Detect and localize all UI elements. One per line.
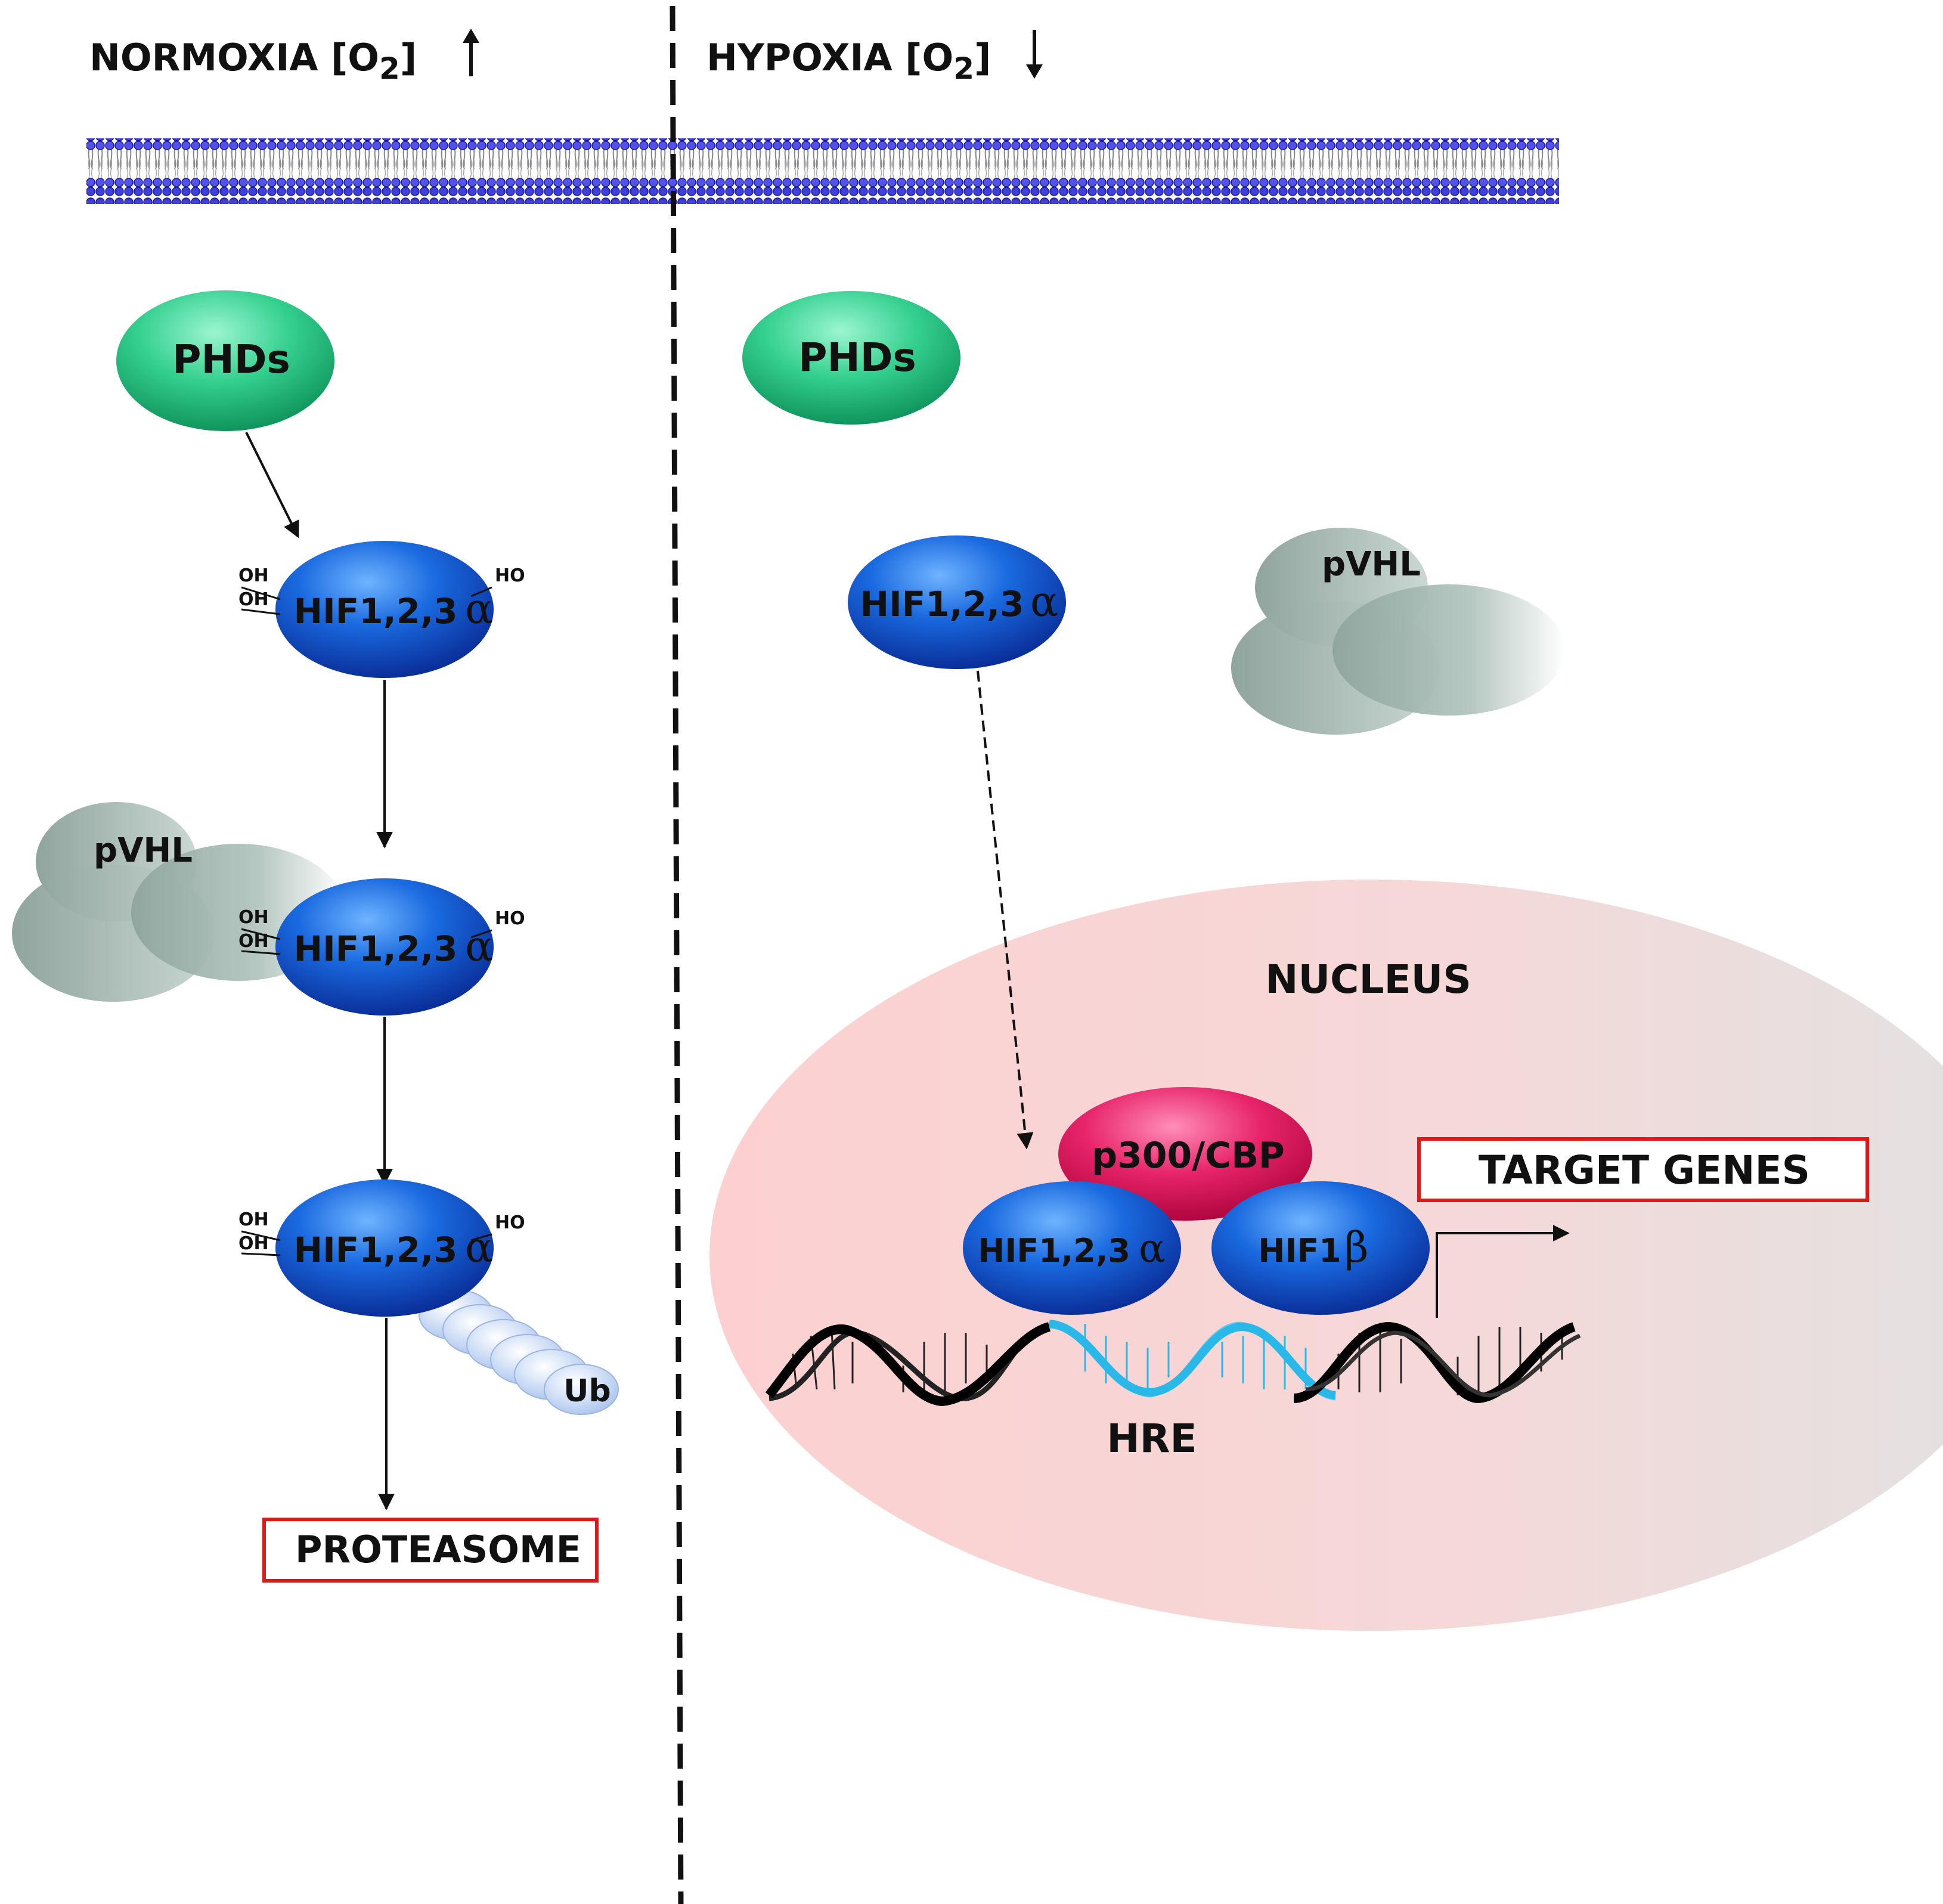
svg-text:α: α bbox=[465, 922, 493, 971]
svg-text:HIF1,2,3: HIF1,2,3 bbox=[294, 591, 458, 631]
svg-text:OH: OH bbox=[238, 565, 269, 586]
down-arrow-icon bbox=[1026, 30, 1043, 79]
hypoxia-title: HYPOXIA [O2] bbox=[706, 30, 1043, 86]
svg-text:PROTEASOME: PROTEASOME bbox=[295, 1528, 581, 1571]
svg-text:HIF1,2,3: HIF1,2,3 bbox=[294, 928, 458, 969]
dna-strand-right-front bbox=[1293, 1321, 1576, 1404]
hre-label: HRE bbox=[1107, 1416, 1197, 1462]
svg-text:OH: OH bbox=[238, 589, 269, 610]
normoxia-title: NORMOXIA [O2] bbox=[89, 29, 479, 86]
cell-membrane bbox=[86, 138, 1559, 204]
svg-text:pVHL: pVHL bbox=[1322, 545, 1421, 584]
svg-text:OH: OH bbox=[238, 1209, 269, 1230]
divider-line bbox=[670, 5, 684, 1904]
svg-text:HYPOXIA [O2]: HYPOXIA [O2] bbox=[706, 36, 991, 86]
ubiquitin-chain: Ub bbox=[419, 1289, 619, 1415]
svg-text:OH: OH bbox=[238, 907, 269, 928]
phds-hypoxia: PHDs bbox=[742, 291, 960, 425]
up-arrow-icon bbox=[463, 29, 479, 76]
hif-alpha-pvhl-bound: HIF1,2,3 α OH OH HO bbox=[238, 878, 525, 1016]
svg-text:PHDs: PHDs bbox=[798, 335, 916, 380]
svg-text:TARGET GENES: TARGET GENES bbox=[1479, 1147, 1810, 1193]
hif-beta: HIF1 β bbox=[1211, 1181, 1430, 1315]
svg-text:OH: OH bbox=[238, 931, 269, 952]
dna-strand-right-back bbox=[1305, 1330, 1581, 1398]
svg-text:α: α bbox=[465, 584, 493, 633]
hif-alpha-hydroxylated: HIF1,2,3 α OH OH HO bbox=[238, 541, 525, 678]
hif-alpha-ubiquitinated: HIF1,2,3 α OH OH HO bbox=[238, 1179, 525, 1317]
svg-text:HIF1,2,3: HIF1,2,3 bbox=[978, 1232, 1130, 1270]
svg-text:HO: HO bbox=[495, 565, 525, 586]
hif-alpha-hypoxia: HIF1,2,3 α bbox=[848, 535, 1066, 669]
svg-text:α: α bbox=[1030, 577, 1058, 626]
svg-text:α: α bbox=[1139, 1225, 1166, 1271]
svg-text:HIF1,2,3: HIF1,2,3 bbox=[294, 1230, 458, 1270]
svg-text:PHDs: PHDs bbox=[172, 336, 290, 382]
phds-normoxia: PHDs bbox=[116, 290, 334, 431]
svg-text:NUCLEUS: NUCLEUS bbox=[1265, 956, 1471, 1002]
dna-strand-front bbox=[765, 1322, 1051, 1407]
target-genes-box: TARGET GENES bbox=[1417, 1137, 1869, 1202]
arrow-phds-to-hif bbox=[245, 432, 299, 538]
hre-strand-front bbox=[1049, 1320, 1337, 1400]
svg-text:α: α bbox=[465, 1223, 493, 1272]
svg-text:p300/CBP: p300/CBP bbox=[1092, 1135, 1285, 1177]
svg-text:Ub: Ub bbox=[563, 1373, 611, 1409]
proteasome-box: PROTEASOME bbox=[262, 1518, 599, 1583]
svg-text:HO: HO bbox=[495, 908, 525, 929]
svg-text:HIF1: HIF1 bbox=[1258, 1232, 1341, 1270]
transcription-arrow bbox=[1436, 1225, 1570, 1318]
svg-text:NORMOXIA [O2]: NORMOXIA [O2] bbox=[89, 36, 417, 86]
svg-text:pVHL: pVHL bbox=[94, 831, 193, 870]
pvhl-hypoxia: pVHL bbox=[1231, 528, 1565, 735]
p300-cbp: p300/CBP bbox=[1058, 1087, 1312, 1221]
svg-text:HO: HO bbox=[495, 1212, 525, 1233]
hif-alpha-nuclear: HIF1,2,3 α bbox=[963, 1181, 1181, 1315]
arrow-translocation bbox=[977, 670, 1034, 1150]
svg-text:β: β bbox=[1344, 1223, 1368, 1272]
dna-helix bbox=[765, 1320, 1581, 1407]
svg-text:HIF1,2,3: HIF1,2,3 bbox=[860, 584, 1024, 624]
